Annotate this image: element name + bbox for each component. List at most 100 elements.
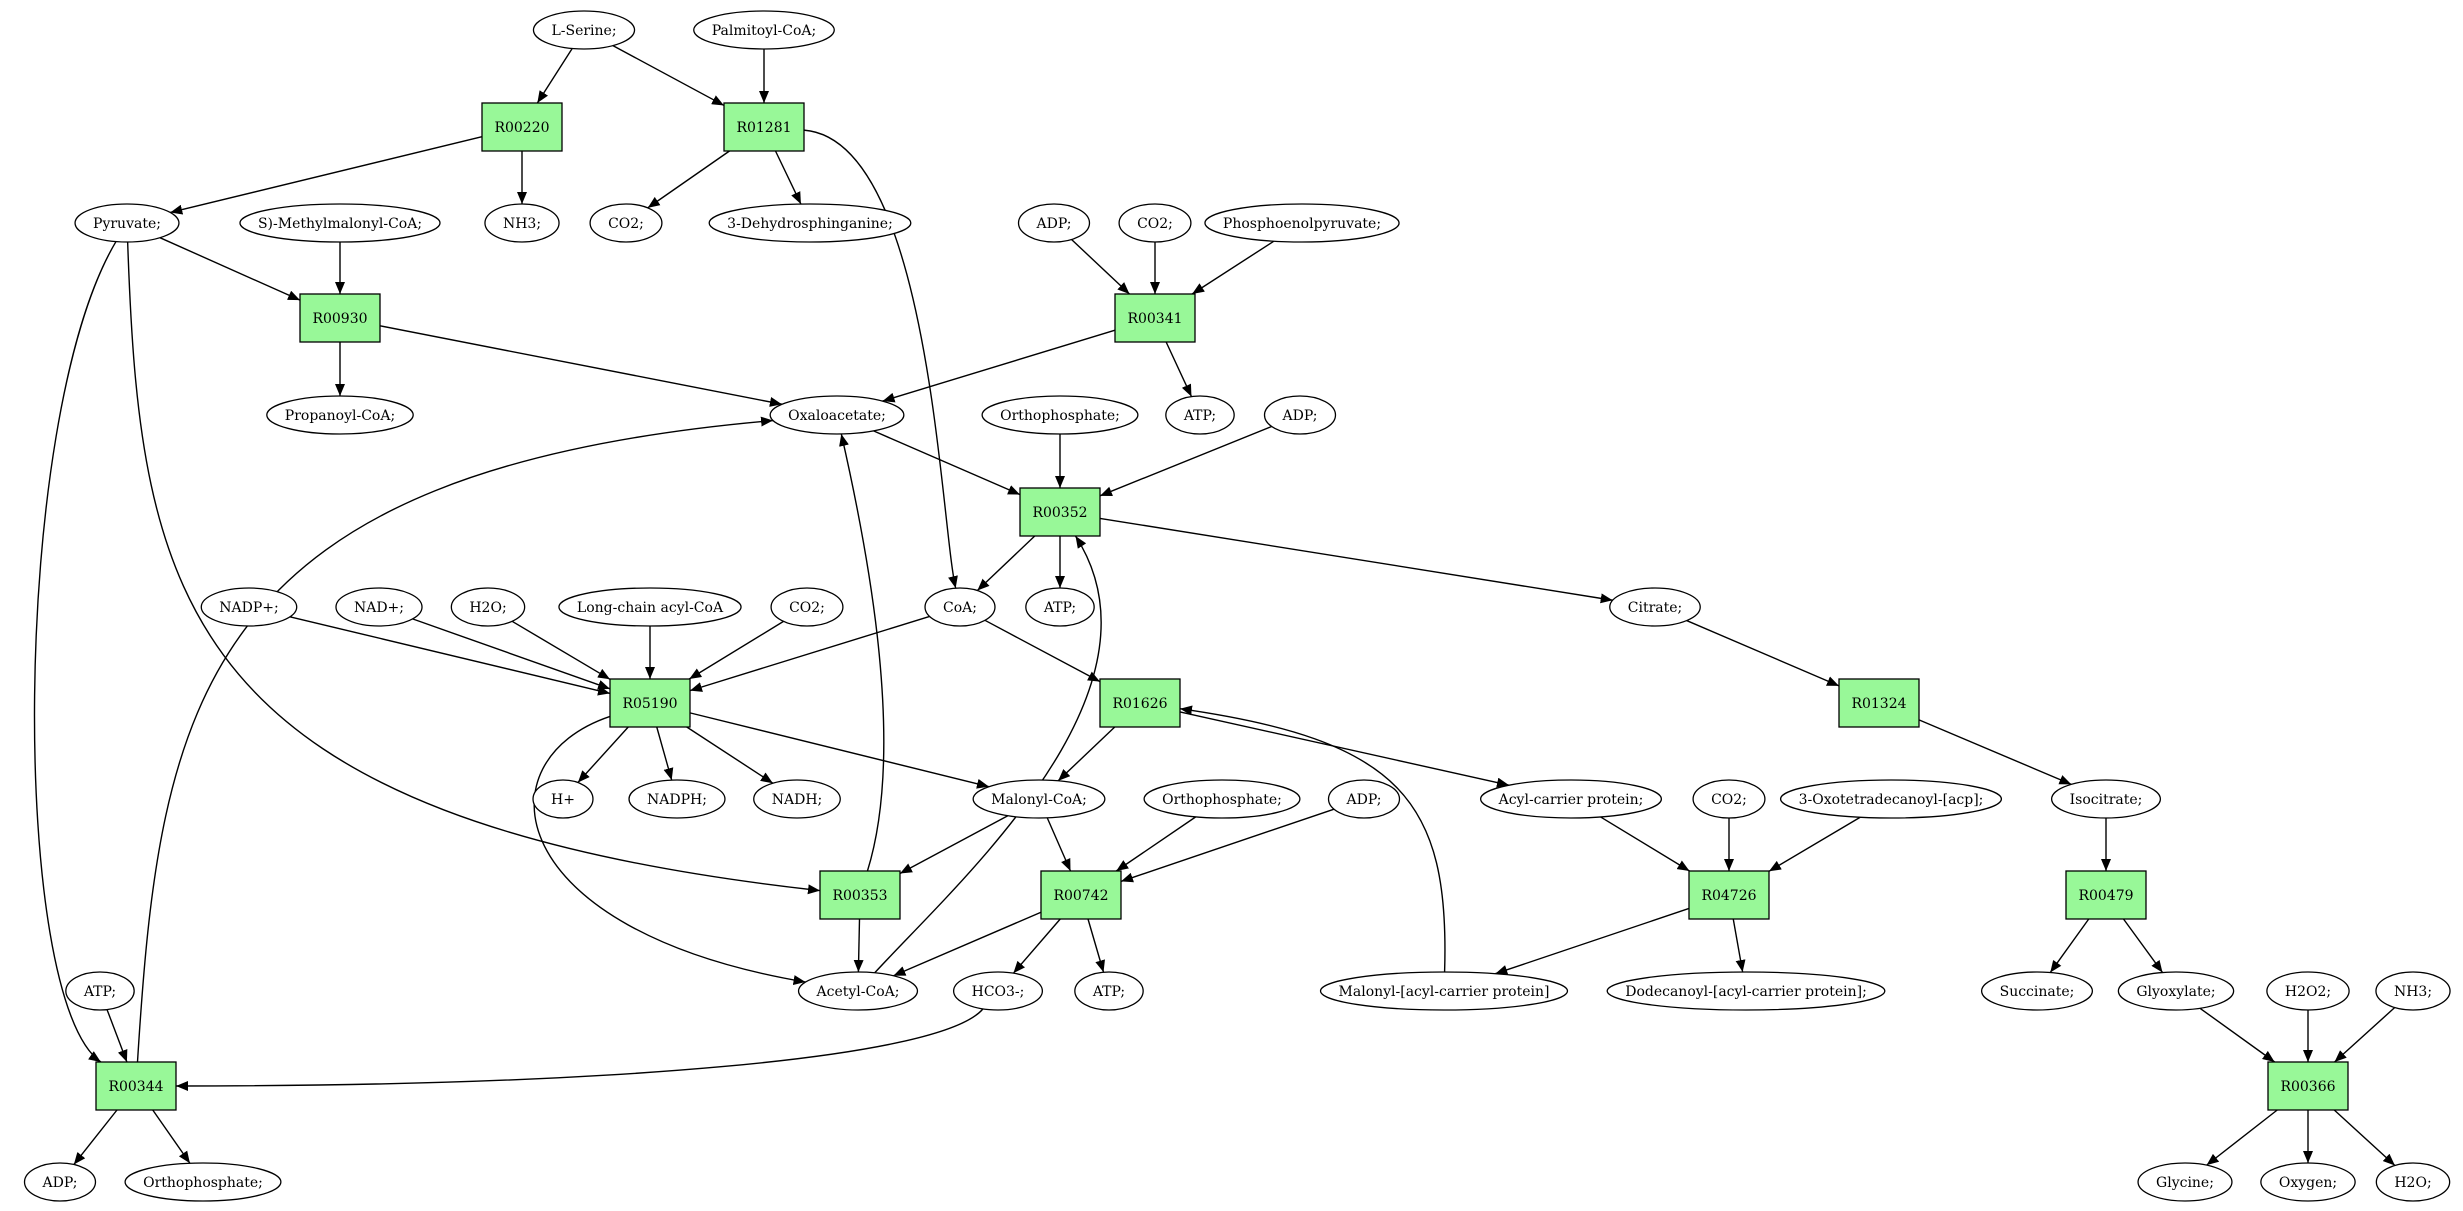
compound-co2-b-label: CO2; [1137,216,1173,232]
edge-r00366-to-h2o-b [2333,1109,2396,1166]
compound-coa-shape [924,587,996,627]
compound-glyoxylate: Glyoxylate; [2117,971,2235,1011]
compound-orthophosphate-a-label: Orthophosphate; [1000,408,1120,424]
compound-acetyl-coa-label: Acetyl-CoA; [816,984,900,1000]
compound-adp-b-shape [1263,395,1337,435]
reaction-r00220-label: R00220 [494,120,549,136]
compound-isocitrate-label: Isocitrate; [2070,792,2143,808]
compound-long-chain-acyl-coa-label: Long-chain acyl-CoA [577,600,724,616]
compound-atp-b-label: ATP; [1043,600,1076,616]
edge-r00479-to-succinate [2049,918,2090,973]
compound-oxaloacetate: Oxaloacetate; [769,395,905,435]
compound-atp-d: ATP; [1074,971,1144,1011]
compound-nad: NAD+; [335,587,423,627]
edge-l-serine-to-r01281 [612,44,725,107]
compound-malonyl-acp-label: Malonyl-[acyl-carrier protein] [1339,984,1550,1000]
compound-phosphoenolpyruvate-label: Phosphoenolpyruvate; [1223,216,1381,232]
compound-long-chain-acyl-coa-shape [558,587,742,627]
edge-r00344-to-orthophosphate-c [152,1109,191,1164]
compound-nadph-label: NADPH; [647,792,707,808]
compound-pyruvate-label: Pyruvate; [93,216,161,232]
reaction-r00220: R00220 [481,102,563,152]
edge-r00352-to-coa [976,535,1036,592]
edge-r00220-to-pyruvate [170,136,483,215]
reaction-r00341: R00341 [1114,293,1196,343]
reaction-r00742-shape [1040,870,1122,920]
compound-nadh-shape [753,779,841,819]
edge-nh3-b-to-r00366 [2334,1007,2396,1063]
compound-coa-label: CoA; [943,600,977,616]
compound-adp-c-label: ADP; [1346,792,1382,808]
edge-r04726-to-dodecanoyl-acp [1732,918,1746,973]
compound-h2o2: H2O2; [2266,971,2350,1011]
compound-adp-a-shape [1017,203,1091,243]
compound-nh3-b: NH3; [2375,971,2451,1011]
compound-atp-d-label: ATP; [1092,984,1125,1000]
reaction-r00479: R00479 [2065,870,2147,920]
reaction-r00353-label: R00353 [832,888,887,904]
edge-r05190-to-malonyl-coa [689,712,990,789]
edge-r05190-to-h [577,726,629,783]
reaction-r00352-label: R00352 [1032,505,1087,521]
compound-orthophosphate-c: Orthophosphate; [124,1162,282,1202]
edge-hco3-to-r00344 [175,1008,984,1091]
reaction-r01324-label: R01324 [1851,696,1906,712]
compound-nadp-label: NADP+; [219,600,278,616]
compound-l-serine-label: L-Serine; [551,23,616,39]
edge-r00344-to-oxaloacetate [136,416,774,1063]
compound-orthophosphate-b-shape [1143,779,1301,819]
compound-oxaloacetate-label: Oxaloacetate; [788,408,886,424]
compound-co2-b: CO2; [1118,203,1192,243]
reaction-r00352-shape [1019,487,1101,537]
compound-h2o-a: H2O; [450,587,526,627]
edge-l-serine-to-r00220 [536,48,573,104]
compound-orthophosphate-b-label: Orthophosphate; [1162,792,1282,808]
compound-atp-c: ATP; [65,971,135,1011]
edge-r00353-to-oxaloacetate [839,433,885,872]
reaction-r04726: R04726 [1688,870,1770,920]
compound-nh3-a: NH3; [484,203,560,243]
compound-adp-c-shape [1327,779,1401,819]
compound-co2-c: CO2; [770,587,844,627]
compound-nadph-shape [628,779,726,819]
edge-r00341-to-atp-a [1165,341,1193,397]
compound-3-dehydrosphinganine: 3-Dehydrosphinganine; [708,203,912,243]
reaction-r00366-shape [2267,1061,2349,1111]
compound-acyl-carrier-protein-shape [1479,779,1663,819]
reaction-r00479-label: R00479 [2078,888,2133,904]
compound-3-dehydrosphinganine-label: 3-Dehydrosphinganine; [727,216,893,232]
reaction-r01324: R01324 [1838,678,1920,728]
reaction-r05190-label: R05190 [622,696,677,712]
compound-atp-d-shape [1074,971,1144,1011]
reaction-r00930-label: R00930 [312,311,367,327]
compound-nh3-b-label: NH3; [2394,984,2432,1000]
compound-oxygen-label: Oxygen; [2279,1175,2337,1191]
edge-3-oxotetradecanoyl-acp-to-r04726 [1768,816,1861,872]
compound-orthophosphate-c-label: Orthophosphate; [143,1175,263,1191]
reaction-r00341-label: R00341 [1127,311,1182,327]
compound-co2-d: CO2; [1692,779,1766,819]
compound-3-oxotetradecanoyl-acp-shape [1779,779,2003,819]
compound-adp-a: ADP; [1017,203,1091,243]
edge-malonyl-coa-to-r00742 [1046,817,1072,872]
edge-citrate-to-r01324 [1686,619,1840,687]
reaction-r01324-shape [1838,678,1920,728]
compound-h2o2-label: H2O2; [2285,984,2331,1000]
edge-pyruvate-to-r00930 [159,237,301,301]
compound-pyruvate-shape [74,203,180,243]
edge-orthophosphate-b-to-r00742 [1115,816,1197,872]
reaction-r01626: R01626 [1099,678,1181,728]
compound-phosphoenolpyruvate-shape [1204,203,1400,243]
edge-coa-to-r05190 [689,615,930,692]
compound-h2o-a-label: H2O; [469,600,506,616]
edge-r00479-to-glyoxylate [2122,918,2164,973]
compound-glycine: Glycine; [2137,1162,2233,1202]
compound-succinate-shape [1980,971,2094,1011]
compound-h2o-b-shape [2375,1162,2451,1202]
compound-nad-shape [335,587,423,627]
compound-glyoxylate-shape [2117,971,2235,1011]
compound-orthophosphate-b: Orthophosphate; [1143,779,1301,819]
compound-palmitoyl-coa: Palmitoyl-CoA; [693,10,835,50]
compound-co2-d-label: CO2; [1711,792,1747,808]
compound-hco3-shape [952,971,1044,1011]
